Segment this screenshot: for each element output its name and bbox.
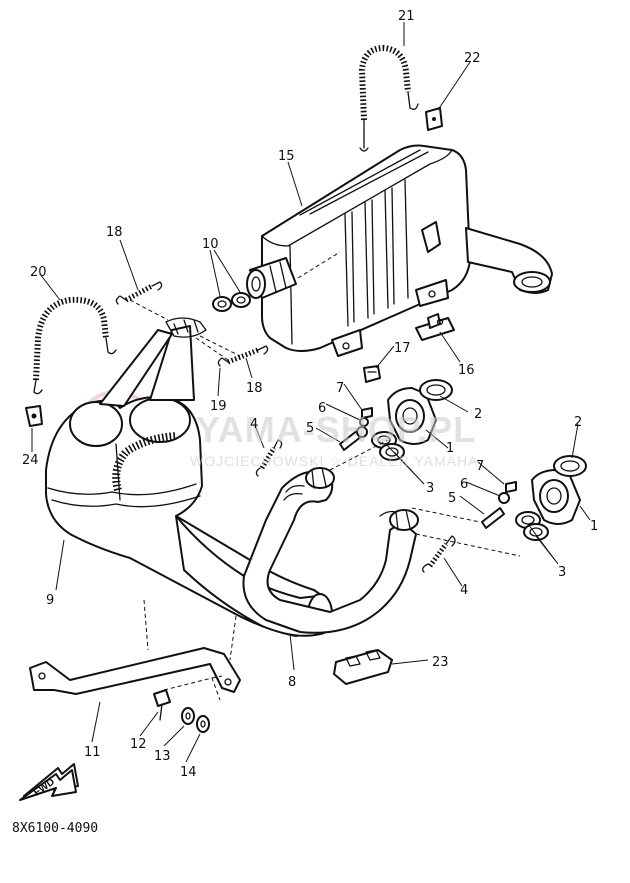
exhaust-pipe-part-9: [45, 317, 333, 637]
callout-3-lower: 3: [558, 565, 566, 580]
leader-dash-19: [195, 337, 229, 361]
callout-1-upper: 1: [446, 441, 454, 456]
flange-group-lower: [481, 455, 587, 541]
callout-17: 17: [394, 341, 411, 356]
callout-23: 23: [432, 655, 449, 670]
callout-21: 21: [398, 9, 415, 24]
callout-15: 15: [278, 149, 295, 164]
callout-6-upper: 6: [318, 401, 326, 416]
spring-part-20: [33, 296, 117, 395]
callout-13: 13: [154, 749, 171, 764]
callout-6-lower: 6: [460, 477, 468, 492]
callout-8: 8: [288, 675, 296, 690]
stay-part-11: [29, 647, 241, 695]
muffler-part-15: [246, 144, 553, 357]
spring-part-21: [358, 44, 419, 152]
alignment-dashes: [129, 251, 521, 661]
callout-1-lower: 1: [590, 519, 598, 534]
damper-part-23: [333, 649, 393, 685]
spring-part-4-lower: [422, 535, 456, 573]
callout-5-lower: 5: [448, 491, 456, 506]
callout-11: 11: [84, 745, 101, 760]
callout-19: 19: [210, 399, 227, 414]
watermark-main: YAMA-SHOP.PL: [196, 409, 476, 450]
spring-part-18-upper: [115, 281, 163, 305]
clip-part-24: [25, 405, 43, 427]
callout-3-upper: 3: [426, 481, 434, 496]
callout-18-upper: 18: [106, 225, 123, 240]
spring-part-18-lower: [217, 345, 269, 367]
exhaust-pipe-part-8: [242, 467, 419, 634]
callout-numbers: 21 22 15 10 18 20 18 19 17 16 7 6 5 4 2 …: [22, 9, 598, 780]
callout-4-upper: 4: [250, 417, 258, 432]
bolt-part-12: [153, 689, 171, 721]
washer-part-13: [181, 707, 195, 725]
leader-dash-bolt: [163, 675, 223, 701]
callout-2-upper: 2: [474, 407, 482, 422]
callout-2-lower: 2: [574, 415, 582, 430]
callout-24: 24: [22, 453, 39, 468]
callout-7-lower: 7: [476, 459, 484, 474]
forward-arrow-icon: FWD: [19, 763, 79, 801]
gaskets-part-10: [212, 292, 251, 312]
callout-14: 14: [180, 765, 197, 780]
callout-5-upper: 5: [306, 421, 314, 436]
callout-4-lower: 4: [460, 583, 468, 598]
callout-9: 9: [46, 593, 54, 608]
watermark-sub: WOJCIECHOWSKI ☆ DEALER YAMAHA: [190, 453, 478, 469]
bolt-part-17: [363, 365, 381, 383]
callout-12: 12: [130, 737, 147, 752]
washer-part-14: [196, 715, 210, 733]
callout-22: 22: [464, 51, 481, 66]
callout-18-lower: 18: [246, 381, 263, 396]
flange-group-upper: [339, 379, 453, 461]
diagram-code: 8X6100-4090: [12, 821, 98, 836]
callout-20: 20: [30, 265, 47, 280]
callout-leaders: [31, 22, 591, 763]
bracket-part-16: [415, 313, 455, 341]
callout-10: 10: [202, 237, 219, 252]
callout-16: 16: [458, 363, 475, 378]
spring-part-4-upper: [255, 439, 283, 477]
clip-part-22: [425, 107, 443, 131]
callout-7-upper: 7: [336, 381, 344, 396]
